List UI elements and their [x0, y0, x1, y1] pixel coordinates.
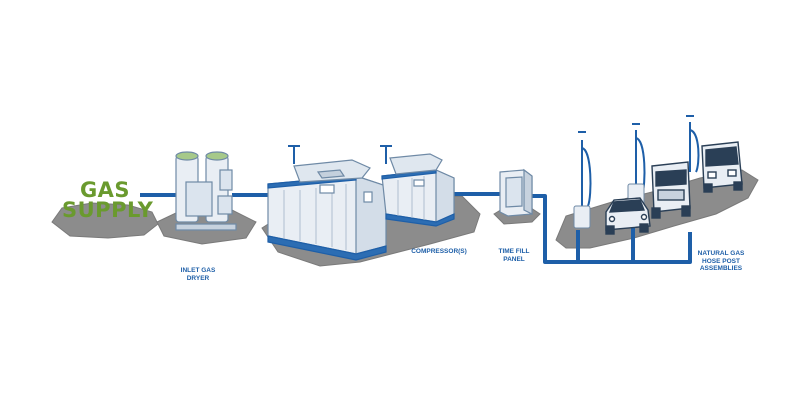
label-hose-post-assemblies: NATURAL GAS HOSE POST ASSEMBLIES: [686, 250, 756, 273]
time-fill-panel-icon: [499, 168, 533, 217]
label-hose-line1: NATURAL GAS: [697, 250, 745, 257]
bus-icon: [701, 141, 743, 193]
car-icon: [605, 197, 651, 235]
gas-supply-title: GAS SUPPLY: [62, 178, 154, 222]
label-compressor-text: COMPRESSOR(S): [411, 248, 467, 255]
compressor-icon: [267, 145, 387, 261]
label-inlet-gas-dryer: INLET GAS DRYER: [168, 267, 228, 282]
label-timefill-line1: TIME FILL: [498, 248, 530, 255]
label-hose-line3: ASSEMBLIES: [699, 265, 743, 272]
truck-icon: [651, 161, 691, 219]
gas-supply-line2: SUPPLY: [62, 198, 154, 222]
compressor-icon-2: [380, 145, 455, 227]
gas-pipeline: [140, 192, 692, 264]
label-timefill-line2: PANEL: [503, 255, 525, 263]
label-hose-line2: HOSE POST: [702, 257, 740, 265]
gas-supply-line1: GAS: [79, 178, 131, 202]
dryer-tanks-icon: [175, 151, 237, 231]
label-time-fill-panel: TIME FILL PANEL: [489, 248, 539, 263]
label-compressors: COMPRESSOR(S): [404, 248, 474, 256]
label-dryer-line2: DRYER: [186, 274, 210, 282]
ground-gas-supply: [51, 202, 159, 239]
label-dryer-line1: INLET GAS: [180, 267, 216, 274]
